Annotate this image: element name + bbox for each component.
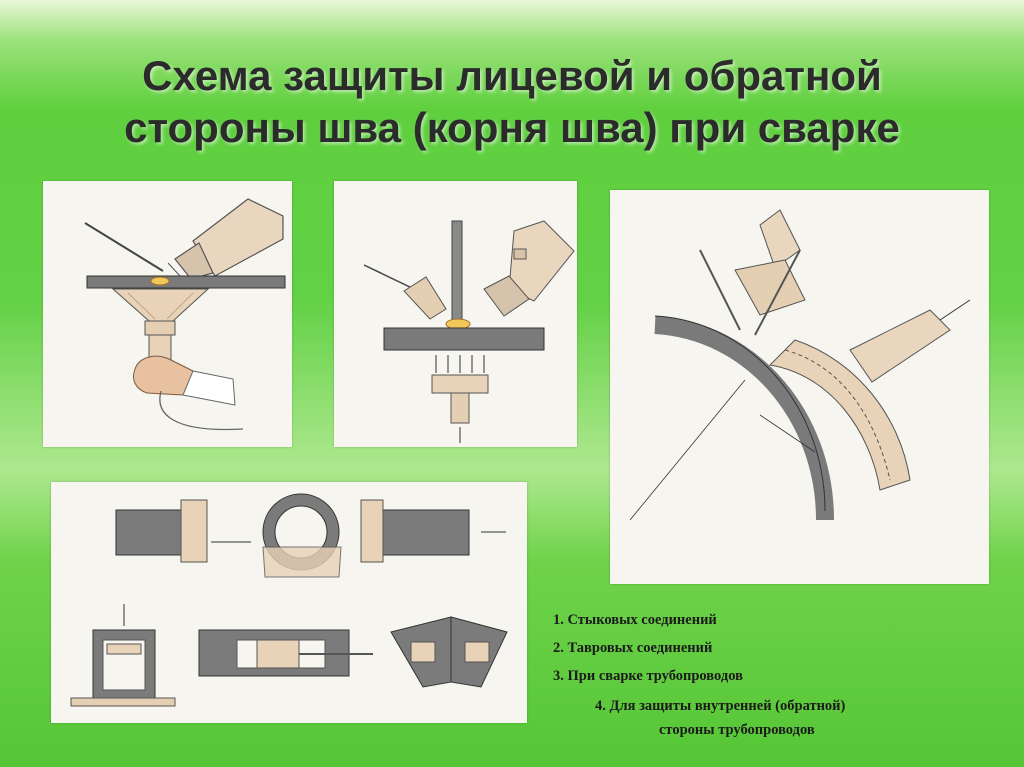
caption-pipelines: 3. При сварке трубопроводов [553,668,743,684]
filler-wire [84,222,164,272]
vertical-plate [451,220,463,322]
pipe-section-right [368,509,470,556]
radius-line [629,379,746,521]
caption-pipe-back-side-2: стороны трубопроводов [659,722,815,738]
title-line-2: стороны шва (корня шва) при сварке [124,104,900,151]
trailing-shield [768,339,911,491]
diagram-tee-joint-protection [334,181,577,447]
weld-pool [150,276,170,286]
pipe-wall [654,316,834,521]
caption-tee-joints: 2. Тавровых соединений [553,640,713,656]
caption-butt-joints: 1. Стыковых соединений [553,612,717,628]
metal-plate [86,275,286,289]
welding-torch [167,198,284,280]
gas-nozzle [849,309,951,383]
pipeline-illustration [629,209,971,521]
sleeve [182,370,236,406]
back-shield-nozzle [431,374,489,394]
diagram-butt-joint-protection [43,181,292,447]
gas-hose [159,390,244,431]
caption-pipe-back-side-1: 4. Для защиты внутренней (обратной) [595,698,846,714]
butt-joint-illustration [84,198,286,431]
back-shield-funnel [111,288,210,322]
slide-title: Схема защиты лицевой и обратной стороны … [0,50,1024,154]
diagram-pipeline-welding [610,190,989,584]
plug [180,499,208,563]
welding-torch [483,220,575,317]
diagram-pipe-back-side-protection [51,482,527,723]
gas-flow-arrows [435,355,485,373]
filler-rod [699,249,741,331]
base-plate [383,327,545,351]
electrode [754,249,801,336]
title-line-1: Схема защиты лицевой и обратной [142,52,882,99]
filler-wire [363,264,415,290]
tee-joint-illustration [363,220,575,443]
wire-feeder-nozzle [403,276,447,320]
pipe-back-side-illustration [70,493,508,707]
